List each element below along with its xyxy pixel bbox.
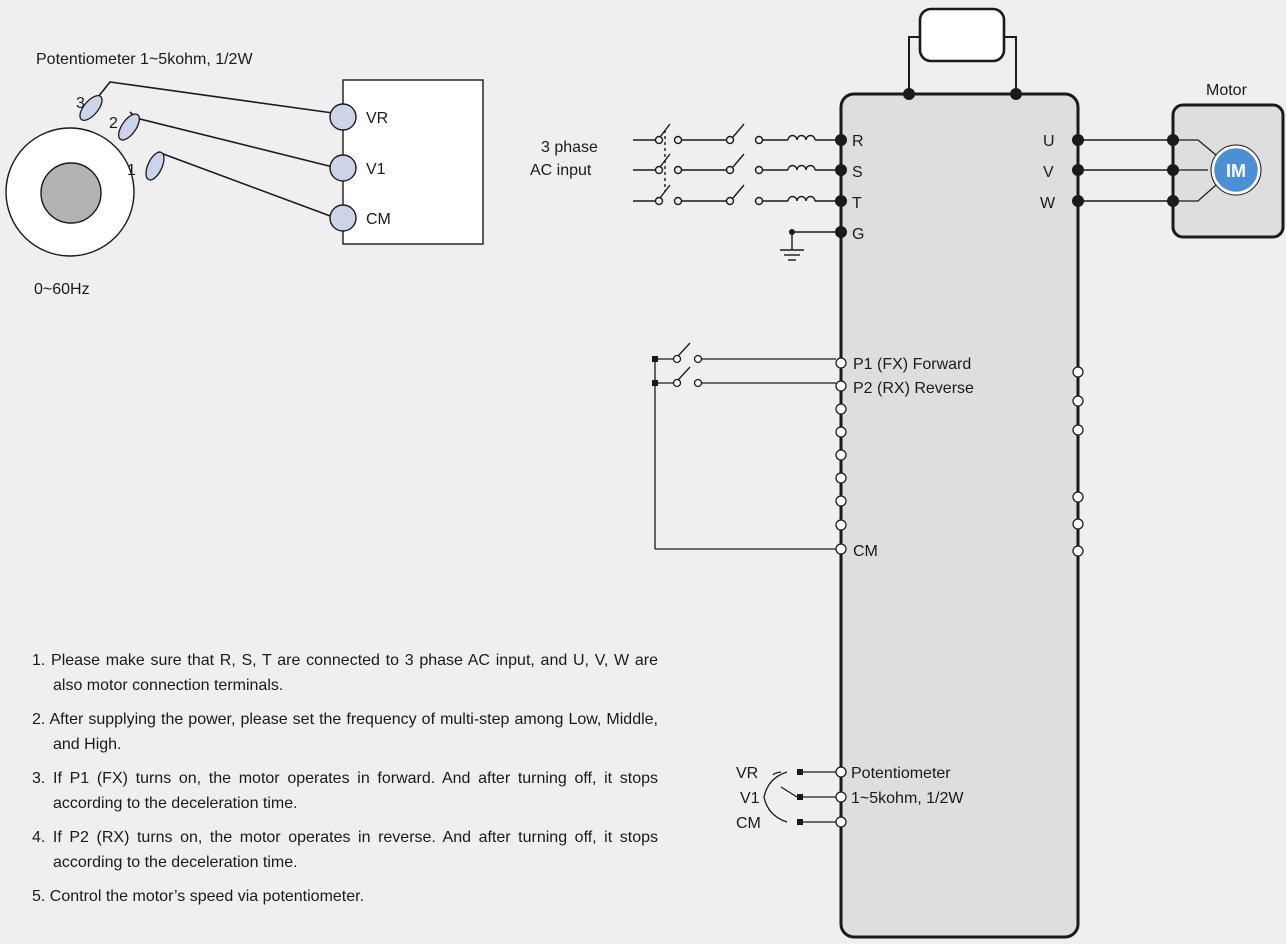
motor-im-symbol (1211, 145, 1261, 195)
box-terminal-vr (329, 103, 357, 131)
inverter-pot-label-line2: 1~5kohm, 1/2W (851, 790, 964, 807)
pot-hookup-cm-label: CM (736, 815, 761, 832)
motor-group: IM Motor (1078, 82, 1285, 239)
potentiometer-pin-3-tab (79, 95, 103, 121)
box-terminal-v1 (329, 154, 357, 182)
terminal-s-label: S (852, 164, 863, 181)
potentiometer-range: 0~60Hz (34, 281, 90, 298)
note-item: 1. Please make sure that R, S, T are con… (32, 652, 658, 694)
box-terminal-vr-label: VR (366, 110, 388, 127)
terminal-pot-v1 (835, 791, 847, 803)
terminal-r-label: R (852, 133, 864, 150)
ac-input-group (633, 123, 841, 261)
terminal-w-label: W (1040, 195, 1056, 212)
terminal-pot-vr (835, 766, 847, 778)
pot-hookup-group: VR V1 CM (736, 765, 836, 832)
potentiometer-terminal-box (342, 79, 484, 245)
inverter-pot-label-line1: Potentiometer (851, 765, 951, 782)
inverter-body (839, 92, 1080, 939)
motor-label: Motor (1206, 82, 1248, 99)
terminal-u-label: U (1043, 133, 1055, 150)
inverter-group: R S T G U V W (835, 7, 1084, 939)
motor-im-label: IM (1226, 161, 1246, 181)
note-item: 5. Control the motor’s speed via potenti… (32, 888, 365, 905)
terminal-p2-label: P2 (RX) Reverse (853, 380, 974, 397)
terminal-t-label: T (852, 195, 862, 212)
terminal-p1 (835, 357, 847, 369)
box-terminal-cm-label: CM (366, 211, 391, 228)
pot-hookup-v1-label: V1 (740, 790, 760, 807)
terminal-p2 (835, 380, 847, 392)
terminal-p1-label: P1 (FX) Forward (853, 356, 971, 373)
terminal-cm (835, 543, 847, 555)
control-switch-group (654, 342, 836, 550)
note-item: 3. If P1 (FX) turns on, the motor operat… (32, 770, 658, 812)
terminal-cm-label: CM (853, 543, 878, 560)
potentiometer-pin-3-label: 3 (76, 95, 85, 112)
potentiometer-pin-1-tab (145, 151, 165, 181)
terminal-pot-cm (835, 816, 847, 828)
potentiometer-pin-2-label: 2 (109, 115, 118, 132)
potentiometer-shaft (40, 162, 102, 224)
potentiometer-pin-2-tab (118, 113, 140, 141)
potentiometer-title: Potentiometer 1~5kohm, 1/2W (36, 51, 253, 68)
notes-list: 1. Please make sure that R, S, T are con… (32, 648, 658, 918)
note-item: 2. After supplying the power, please set… (32, 711, 658, 753)
ac-input-label-line2: AC input (530, 162, 592, 179)
potentiometer-pin-1-label: 1 (127, 162, 136, 179)
note-item: 4. If P2 (RX) turns on, the motor operat… (32, 829, 658, 871)
box-terminal-v1-label: V1 (366, 161, 386, 178)
terminal-v-label: V (1043, 164, 1054, 181)
box-terminal-cm (329, 204, 357, 232)
pot-hookup-vr-label: VR (736, 765, 758, 782)
ac-input-label-line1: 3 phase (541, 139, 598, 156)
potentiometer-group: Potentiometer 1~5kohm, 1/2W 3 2 1 0~60Hz… (5, 51, 484, 298)
terminal-g-label: G (852, 226, 864, 243)
braking-resistor (918, 7, 1006, 63)
